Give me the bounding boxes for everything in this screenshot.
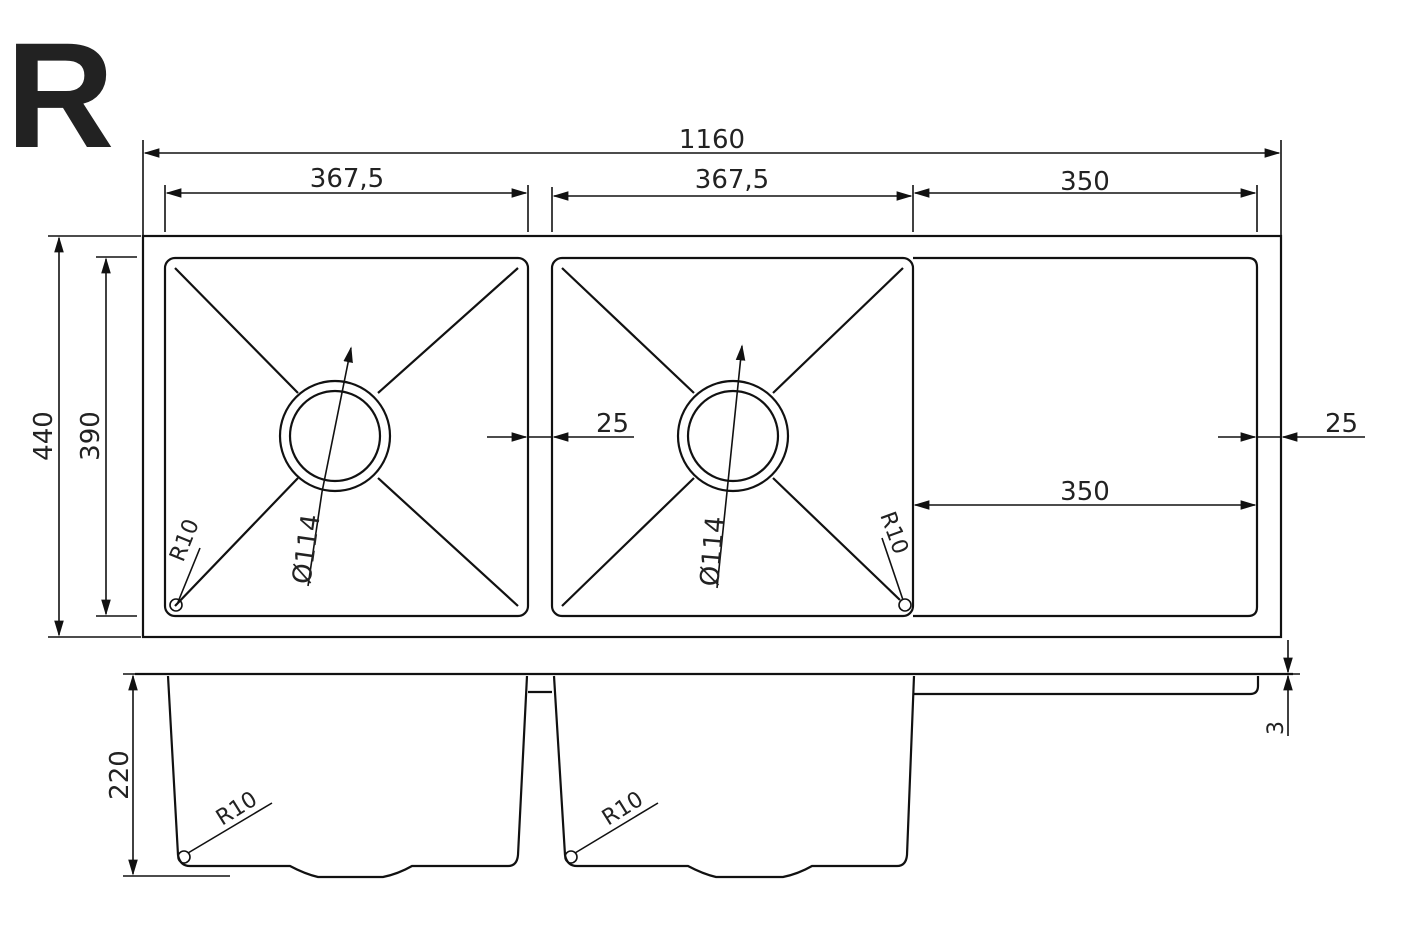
bowl2-width-label: 367,5 [695, 165, 769, 195]
bowl-2-outline [550, 256, 915, 618]
variant-letter: R [6, 11, 115, 179]
drain-inner-ring [686, 389, 780, 483]
right-margin-label: 25 [1325, 409, 1358, 439]
dimension-overall-depth: 440 [29, 235, 141, 638]
rim-thickness-label: 3 [1264, 721, 1289, 735]
bowl2-drain-label: Ø114 [695, 515, 731, 587]
drain-outer-ring [676, 379, 790, 493]
dimension-bowl-depth: 390 [76, 256, 137, 617]
bowl-depth-label: 390 [76, 411, 106, 461]
bowl1-drain-label: Ø114 [287, 512, 326, 586]
drainer-top: 350 [913, 256, 1259, 618]
drainer-outline [913, 256, 1259, 618]
bowl-2-top: Ø114 R10 [550, 256, 915, 618]
drain-inner-ring [288, 389, 382, 483]
dimension-overall-width: 1160 [142, 125, 1282, 238]
drainer-edge [913, 676, 1260, 696]
drainer-inner-width-label: 350 [1060, 477, 1110, 507]
bowl2-radius-label: R10 [874, 509, 912, 558]
dimension-drainer-width: 350 [913, 167, 1258, 232]
overall-depth-label: 440 [29, 411, 59, 461]
side-view: R10 R10 220 3 [105, 640, 1300, 879]
bowl-height-label: 220 [105, 750, 135, 800]
gap-label: 25 [596, 409, 629, 439]
dimension-right-margin: 25 [1218, 409, 1365, 442]
drainer-width-label: 350 [1060, 167, 1110, 197]
bowl-1-side [166, 675, 529, 879]
bowl-2-side [552, 675, 916, 879]
bowl-1-top: Ø114 R10 [163, 256, 530, 618]
dimension-gap-between-bowls: 25 [487, 409, 634, 442]
dimension-bowl1-width: 367,5 [164, 164, 529, 232]
overall-width-label: 1160 [679, 125, 745, 155]
bowl1-radius-label: R10 [165, 516, 204, 565]
drain-outer-ring [278, 379, 392, 493]
dimension-bowl2-width: 367,5 [551, 165, 914, 232]
bowl1-width-label: 367,5 [310, 164, 384, 194]
